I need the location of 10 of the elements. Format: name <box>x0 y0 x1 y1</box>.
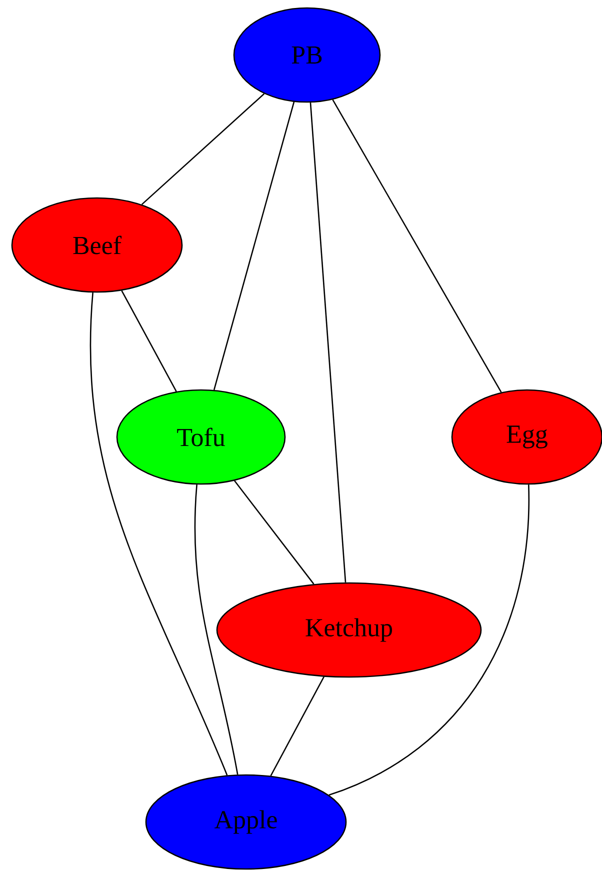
edge-line <box>328 484 530 796</box>
edge-line <box>194 484 238 775</box>
edge-line <box>332 99 502 393</box>
edge-line <box>90 292 228 776</box>
edge-line <box>310 102 346 582</box>
edge-line <box>270 676 324 776</box>
edge-line <box>121 290 177 392</box>
edge-line <box>141 93 265 205</box>
edge-line <box>213 102 295 390</box>
edge-line <box>234 480 314 584</box>
